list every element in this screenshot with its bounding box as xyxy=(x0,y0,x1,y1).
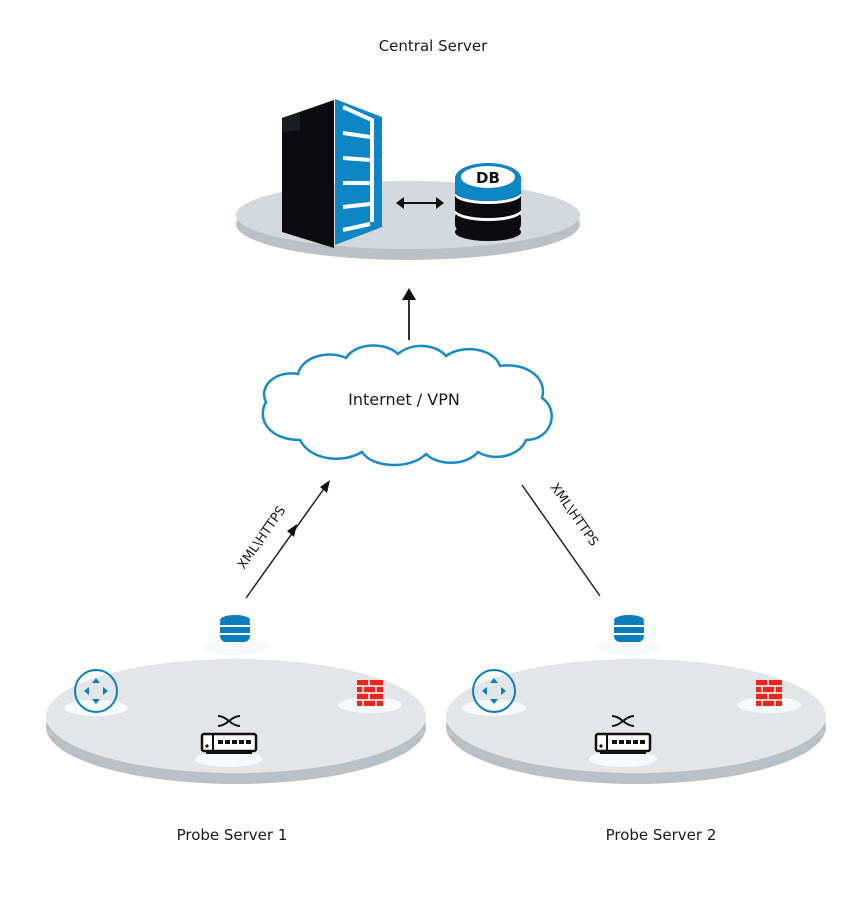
server-tower-icon xyxy=(282,99,382,248)
firewall-icon xyxy=(737,680,801,713)
link-label: XML\HTTPS xyxy=(547,481,601,550)
db-label: DB xyxy=(476,169,500,187)
link-probe2: XML\HTTPS xyxy=(521,481,601,597)
central-server-title: Central Server xyxy=(379,37,488,55)
router-icon xyxy=(462,669,526,716)
link-probe1: XML\HTTPS xyxy=(235,480,330,599)
probe-server-1-label: Probe Server 1 xyxy=(177,826,288,844)
bidirectional-arrow-icon xyxy=(396,197,444,209)
network-label: Internet / VPN xyxy=(348,390,460,409)
probe-server-2 xyxy=(446,615,826,784)
database-icon: DB xyxy=(455,163,521,241)
database-icon xyxy=(597,615,661,655)
probe-server-2-label: Probe Server 2 xyxy=(606,826,717,844)
uplink-arrow xyxy=(402,288,416,340)
database-icon xyxy=(203,615,267,655)
link-label: XML\HTTPS xyxy=(235,504,289,573)
probe-server-1 xyxy=(46,615,426,784)
firewall-icon xyxy=(338,680,402,713)
switch-icon xyxy=(589,715,657,767)
cloud-icon: Internet / VPN xyxy=(261,344,553,467)
router-icon xyxy=(64,669,128,716)
switch-icon xyxy=(195,715,263,767)
